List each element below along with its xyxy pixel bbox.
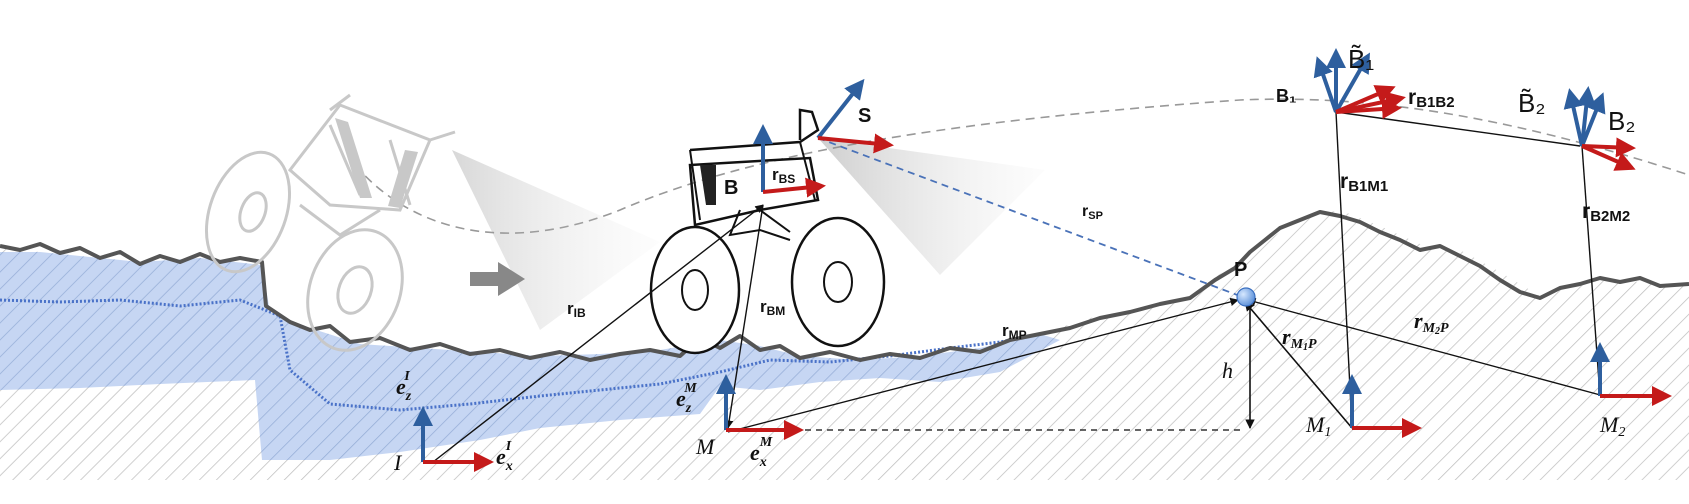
frame-m1 (1342, 374, 1422, 438)
terrain-surface (0, 210, 1689, 362)
frame-m2 (1590, 342, 1672, 406)
label-ez-i: ezI (396, 369, 412, 404)
frame-b (753, 124, 826, 198)
label-r-mp: rMP (1002, 321, 1027, 342)
frame-b1 (1313, 48, 1406, 120)
vector-r-b1b2 (1335, 111, 1581, 147)
ghost-tractor-panel (335, 118, 372, 198)
label-b1-tilde: B̃₁ (1348, 44, 1374, 74)
motion-arrow-icon (470, 262, 525, 296)
frame-s (816, 78, 894, 154)
label-b2-tilde: B̃₂ (1518, 88, 1545, 118)
label-ex-i: exI (496, 439, 513, 474)
label-r-ib: rIB (567, 299, 586, 320)
label-s: S (858, 105, 871, 127)
label-ex-m: exM (750, 435, 773, 470)
ray-sp (817, 137, 1241, 297)
label-r-sp: rSP (1082, 203, 1103, 222)
label-m1: M1 (1305, 412, 1331, 440)
label-b2: B₂ (1608, 106, 1635, 136)
label-p: P (1234, 259, 1247, 281)
label-r-b2m2: rB2M2 (1582, 200, 1630, 225)
label-r-bm: rBM (760, 297, 785, 318)
frame-m (716, 374, 804, 440)
vector-r-m2p (1247, 297, 1605, 397)
frame-i (413, 406, 494, 472)
label-r-b1b2: rB1B2 (1408, 86, 1455, 111)
label-m2: M2 (1599, 412, 1625, 440)
label-b: B (724, 177, 738, 199)
label-i: I (393, 450, 403, 475)
tractor (649, 108, 886, 355)
ghost-sensor-cone (452, 150, 660, 330)
sensor-cone (818, 138, 1045, 275)
vector-r-mp (727, 297, 1239, 433)
frame-b2 (1563, 86, 1636, 171)
label-b1: B₁ (1276, 86, 1296, 106)
ghost-tractor-panel (388, 150, 418, 208)
label-r-bs: rBS (772, 165, 795, 186)
label-r-m2p: rM2P (1414, 308, 1449, 337)
vector-r-ib (432, 204, 764, 463)
ghost-tractor (204, 93, 456, 352)
label-r-m1p: rM1P (1282, 324, 1317, 353)
label-r-b1m1: rB1M1 (1340, 170, 1388, 195)
vector-r-m1p (1244, 301, 1353, 429)
label-m: M (695, 434, 716, 459)
label-h: h (1222, 358, 1233, 383)
measurement-point-p (1236, 287, 1256, 307)
label-ez-m: ezM (676, 381, 697, 416)
